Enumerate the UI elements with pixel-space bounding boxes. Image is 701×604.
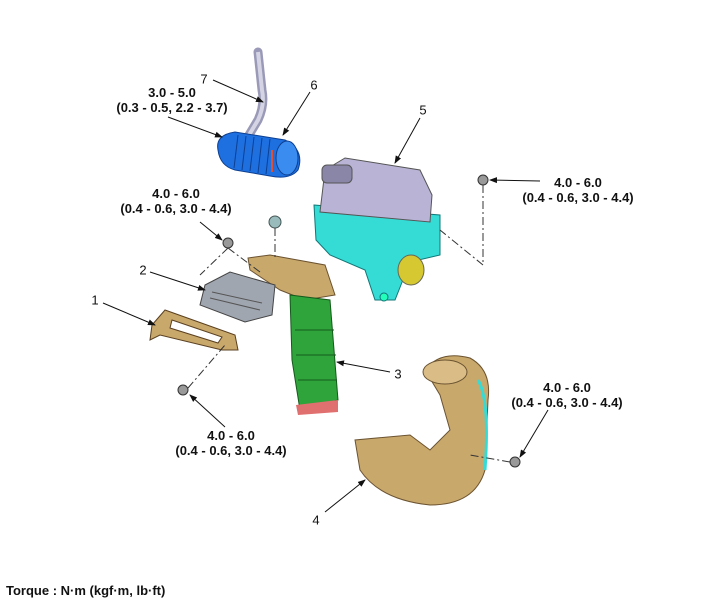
bolts [177, 174, 521, 468]
assembly-lines [187, 185, 511, 463]
torque-alt: (0.3 - 0.5, 2.2 - 3.7) [116, 100, 228, 115]
part-4-intake-duct [354, 355, 490, 506]
part-6-intake-hose [217, 131, 301, 178]
torque-value: 4.0 - 6.0 [152, 186, 200, 201]
torque-value: 4.0 - 6.0 [207, 428, 255, 443]
part-number-1: 1 [91, 292, 99, 308]
torque-label-cleaner-bolt: 4.0 - 6.0 (0.4 - 0.6, 3.0 - 4.4) [522, 175, 633, 205]
torque-value: 4.0 - 6.0 [543, 380, 591, 395]
part-number-4: 4 [312, 512, 320, 528]
part-5-air-cleaner [313, 157, 441, 302]
leader-lines [102, 79, 549, 513]
bolt-icon [509, 456, 521, 468]
torque-alt: (0.4 - 0.6, 3.0 - 4.4) [120, 201, 232, 216]
torque-value: 4.0 - 6.0 [554, 175, 602, 190]
torque-value: 3.0 - 5.0 [148, 85, 196, 100]
part-number-5: 5 [419, 102, 427, 118]
torque-alt: (0.4 - 0.6, 3.0 - 4.4) [511, 395, 623, 410]
part-2-resonator [199, 271, 276, 323]
torque-alt: (0.4 - 0.6, 3.0 - 4.4) [522, 190, 634, 205]
part-number-7: 7 [200, 71, 208, 87]
bolt-icon [177, 384, 189, 396]
torque-label-bracket-bolt: 4.0 - 6.0 (0.4 - 0.6, 3.0 - 4.4) [175, 428, 286, 458]
part-7-breather-hose [241, 47, 268, 145]
torque-label-hose-clamp: 3.0 - 5.0 (0.3 - 0.5, 2.2 - 3.7) [116, 85, 227, 115]
part-number-6: 6 [310, 77, 318, 93]
torque-label-duct-bolt: 4.0 - 6.0 (0.4 - 0.6, 3.0 - 4.4) [511, 380, 622, 410]
torque-units-note: Torque : N·m (kgf·m, lb·ft) [6, 583, 166, 598]
part-1-bracket [149, 309, 239, 351]
part-number-3: 3 [394, 366, 402, 382]
bolt-icon [477, 174, 489, 186]
torque-alt: (0.4 - 0.6, 3.0 - 4.4) [175, 443, 287, 458]
part-3-air-duct [247, 215, 339, 415]
torque-label-resonator-bolt: 4.0 - 6.0 (0.4 - 0.6, 3.0 - 4.4) [120, 186, 231, 216]
part-number-2: 2 [139, 262, 147, 278]
bolt-icon [222, 237, 234, 249]
